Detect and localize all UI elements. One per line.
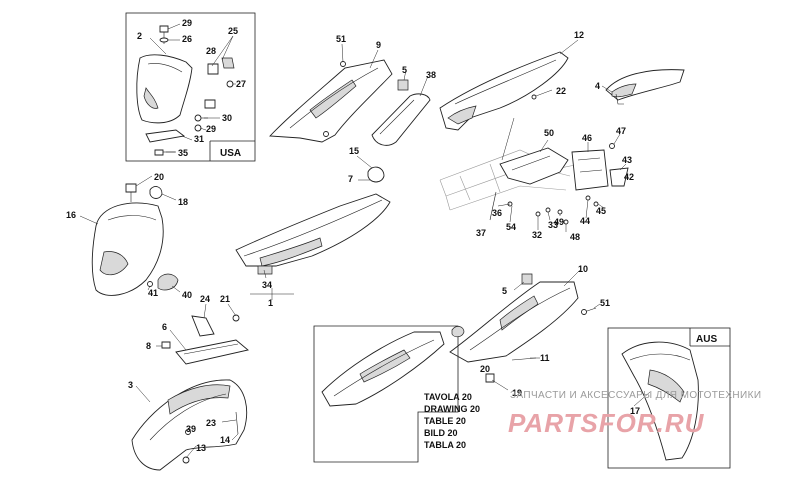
callout: 30	[222, 113, 232, 123]
callout: 3	[128, 380, 133, 390]
callout: 35	[178, 148, 188, 158]
callout: 54	[506, 222, 516, 232]
callout: 42	[624, 172, 634, 182]
callout: 5	[402, 65, 407, 75]
callout: 8	[146, 341, 151, 351]
callout: 40	[182, 290, 192, 300]
callout: 9	[376, 40, 381, 50]
callout: 18	[178, 197, 188, 207]
callout: 29	[182, 18, 192, 28]
callout: 5	[502, 286, 507, 296]
callout: 25	[228, 26, 238, 36]
callout: 13	[196, 443, 206, 453]
callout: 33	[548, 220, 558, 230]
callout: 50	[544, 128, 554, 138]
callout: 45	[596, 206, 606, 216]
callout: 26	[182, 34, 192, 44]
table-reference-text: TAVOLA 20 DRAWING 20 TABLE 20 BILD 20 TA…	[424, 392, 480, 450]
callout: 20	[480, 364, 490, 374]
callout: 32	[532, 230, 542, 240]
callout: 44	[580, 216, 590, 226]
callout: 4	[595, 81, 600, 91]
callout: 51	[336, 34, 346, 44]
callout: 36	[492, 208, 502, 218]
left-side-panel	[269, 43, 393, 143]
callout: 51	[600, 298, 610, 308]
callout: 29	[206, 124, 216, 134]
callout: 41	[148, 288, 158, 298]
callout-numbers: 1 2 3 4 5 5 6 7 8 9 10 11 12 13 14 15 16…	[66, 18, 640, 453]
callout: 16	[66, 210, 76, 220]
callout: 6	[162, 322, 167, 332]
svg-text:BILD 20: BILD 20	[424, 428, 458, 438]
callout: 24	[200, 294, 210, 304]
callout: 43	[622, 155, 632, 165]
callout: 14	[220, 435, 230, 445]
callout: 23	[206, 418, 216, 428]
callout: 19	[512, 388, 522, 398]
callout: 31	[194, 134, 204, 144]
front-fender	[131, 303, 249, 471]
callout: 21	[220, 294, 230, 304]
headlight-fairing	[79, 175, 181, 296]
watermark-tagline: ЗАПЧАСТИ И АКСЕССУАРЫ ДЛЯ МОТОТЕХНИКИ	[510, 390, 761, 401]
callout: 38	[426, 70, 436, 80]
callout: 1	[268, 298, 273, 308]
callout: 39	[186, 424, 196, 434]
callout: 11	[540, 353, 550, 363]
callout: 47	[616, 126, 626, 136]
callout: 27	[236, 79, 246, 89]
right-side-panel	[449, 269, 601, 391]
rear-subframe	[439, 117, 629, 232]
callout: 17	[630, 406, 640, 416]
callout: 34	[262, 280, 272, 290]
callout: 2	[137, 31, 142, 41]
callout: 10	[578, 264, 588, 274]
seat	[235, 155, 391, 300]
callout: 12	[574, 30, 584, 40]
side-cover-38	[371, 69, 431, 146]
callout: 15	[349, 146, 359, 156]
region-label-usa: USA	[220, 148, 241, 159]
rear-fender	[439, 39, 579, 131]
svg-text:TABLE 20: TABLE 20	[424, 416, 466, 426]
callout: 7	[348, 174, 353, 184]
table-ref-inset: TAVOLA 20 DRAWING 20 TABLE 20 BILD 20 TA…	[313, 325, 480, 463]
callout: 48	[570, 232, 580, 242]
watermark: ЗАПЧАСТИ И АКСЕССУАРЫ ДЛЯ МОТОТЕХНИКИ PA…	[508, 390, 761, 438]
watermark-brand: PARTSFOR.RU	[508, 408, 705, 438]
region-label-aus: AUS	[696, 334, 717, 345]
callout: 46	[582, 133, 592, 143]
aus-inset: AUS	[607, 327, 731, 469]
svg-text:TABLA 20: TABLA 20	[424, 440, 466, 450]
callout: 22	[556, 86, 566, 96]
callout: 20	[154, 172, 164, 182]
callout: 28	[206, 46, 216, 56]
callout: 49	[554, 217, 564, 227]
svg-text:DRAWING 20: DRAWING 20	[424, 404, 480, 414]
callout: 37	[476, 228, 486, 238]
usa-inset: USA	[125, 12, 256, 162]
svg-text:TAVOLA 20: TAVOLA 20	[424, 392, 472, 402]
taillight-4	[601, 69, 685, 105]
